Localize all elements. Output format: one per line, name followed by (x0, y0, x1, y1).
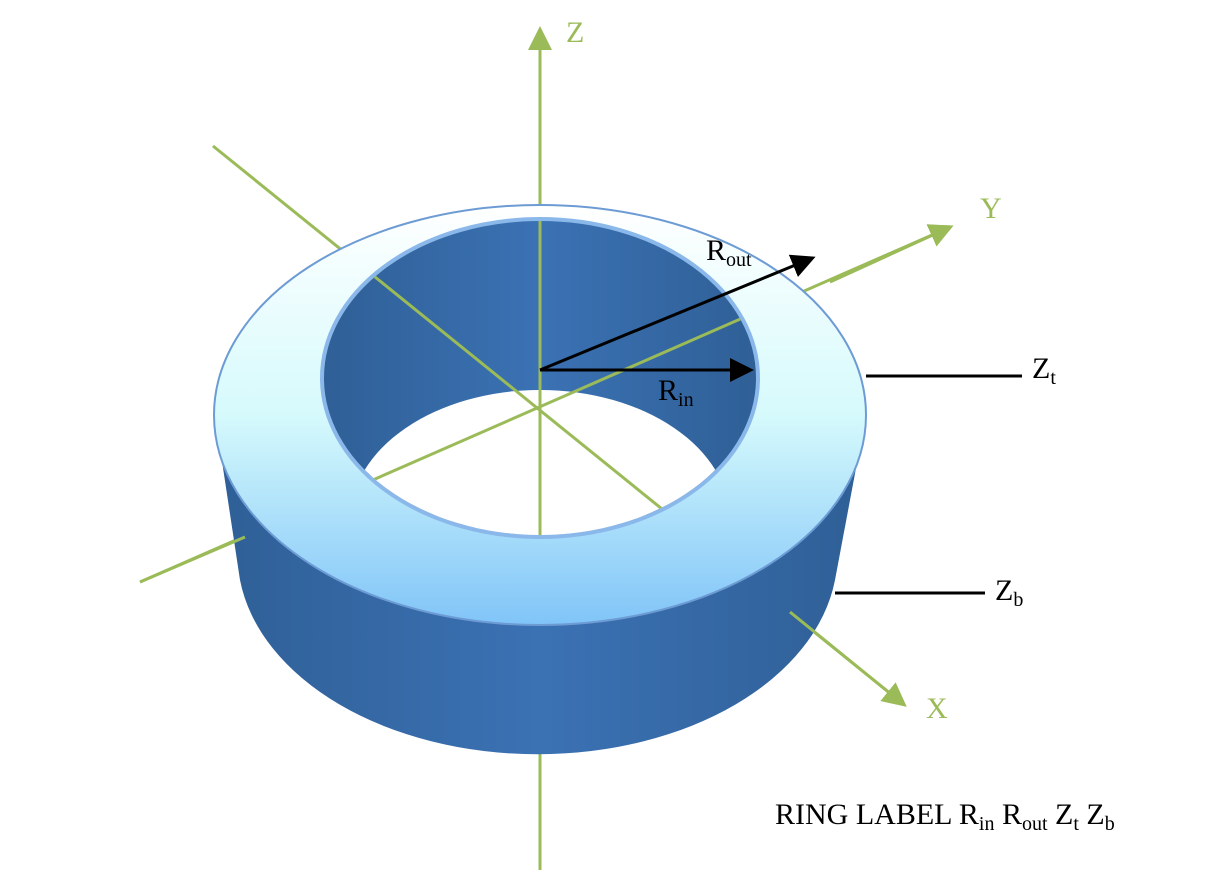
caption-term-main: Z (1086, 798, 1105, 831)
caption-term-sub: out (1021, 813, 1048, 835)
caption: RING LABEL Rin Rout Zt Zb (775, 798, 1115, 834)
r-out-arrow (539, 254, 816, 372)
r-in-label: Rin (658, 374, 694, 411)
z-b-label-main: Z (995, 574, 1014, 607)
caption-term-z-t: Zt (1055, 798, 1079, 834)
y-axis-label: Y (980, 192, 1002, 225)
y-axis-front-segment (139, 535, 246, 584)
caption-term-main: R (958, 798, 979, 831)
axes-front (139, 224, 954, 707)
caption-term-main: R (1001, 798, 1022, 831)
caption-term-sub: t (1073, 813, 1079, 835)
y-axis-arrow-segment (829, 224, 954, 284)
caption-term-sub: in (978, 813, 995, 835)
z-b-label: Zb (995, 574, 1024, 611)
x-axis-label: X (926, 692, 948, 725)
caption-term-main: Z (1055, 798, 1074, 831)
z-t-label: Zt (1032, 352, 1056, 389)
z-b-label-sub: b (1013, 589, 1024, 611)
r-out-label: Rout (706, 234, 752, 271)
dimension-lines (539, 254, 1022, 595)
caption-term-z-b: Zb (1086, 798, 1114, 834)
z-t-label-sub: t (1050, 367, 1056, 389)
caption-term-sub: b (1104, 813, 1115, 835)
r-out-label-sub: out (726, 249, 752, 271)
caption-term-r-in: Rin (958, 798, 995, 834)
r-in-label-sub: in (678, 389, 694, 411)
ring (213, 204, 867, 755)
z-t-label-main: Z (1032, 352, 1051, 385)
y-axis-inner-segment (324, 226, 756, 535)
x-axis-front-segment (789, 610, 907, 707)
r-out-label-main: R (706, 234, 727, 267)
z-axis-label: Z (566, 16, 585, 49)
caption-text: RING LABEL (775, 798, 952, 831)
caption-term-r-out: Rout (1001, 798, 1048, 834)
r-in-label-main: R (658, 374, 679, 407)
